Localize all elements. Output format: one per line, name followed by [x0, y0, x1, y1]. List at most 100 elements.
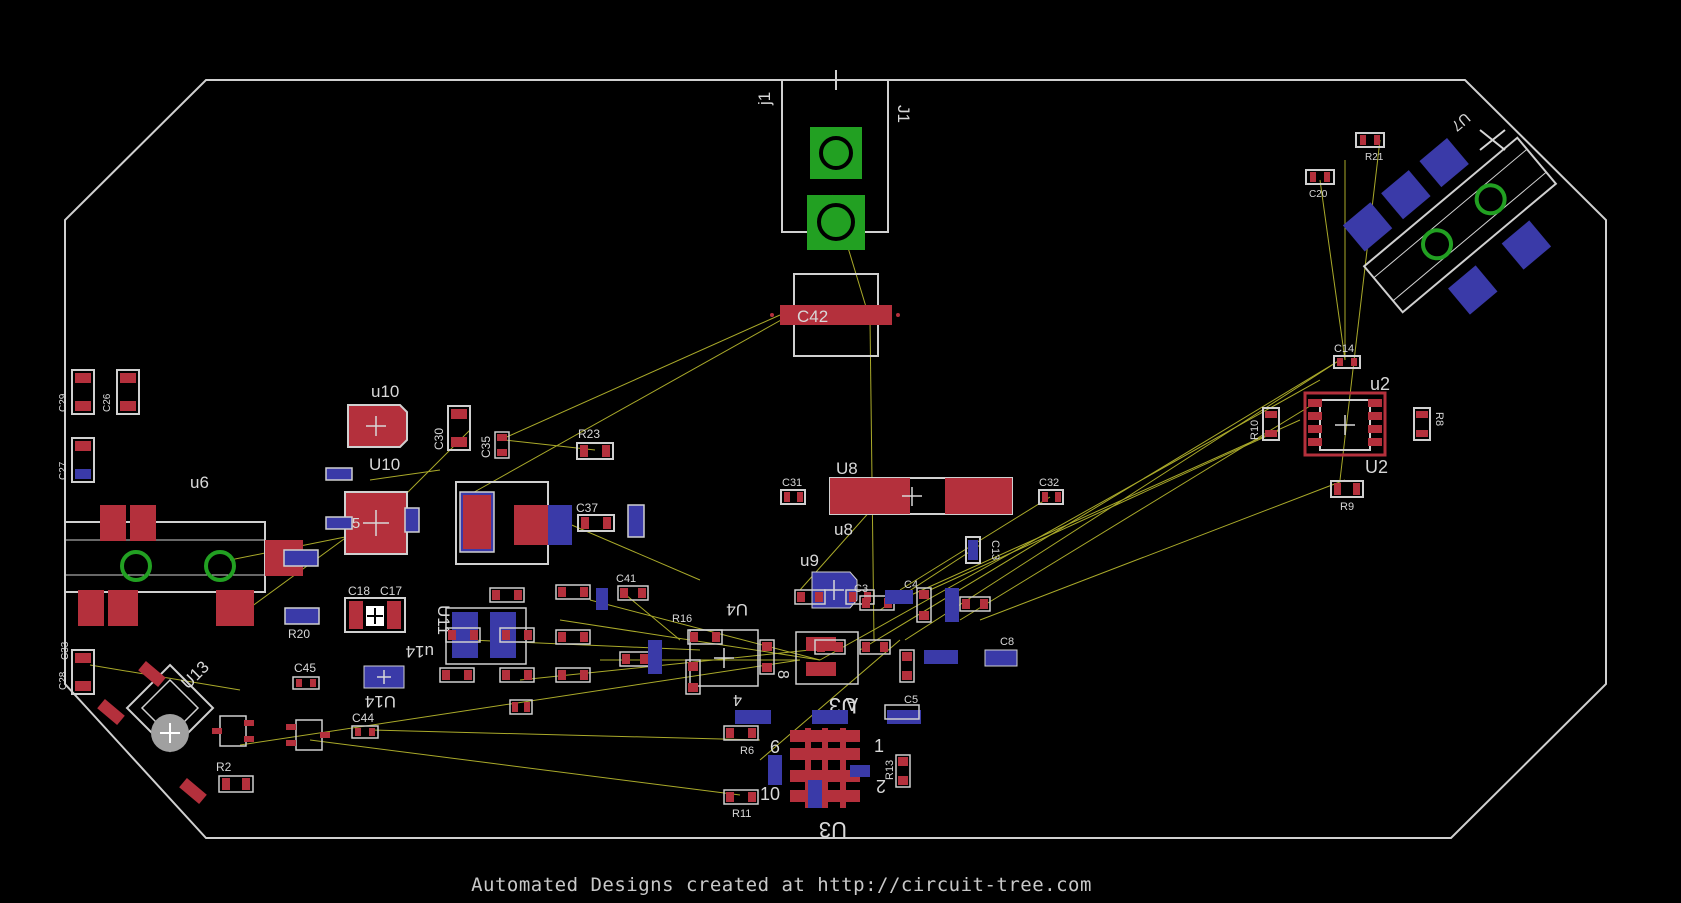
component-c18: C18 C17 — [344, 584, 406, 633]
pin-label-10: 10 — [760, 784, 780, 804]
component-c20: C20 — [1305, 169, 1335, 200]
label-c31: C31 — [782, 477, 802, 489]
label-c42: C42 — [797, 307, 828, 326]
component-u10: u10 U10 — [347, 382, 408, 474]
component-c45: C45 — [292, 661, 320, 690]
label-u8-top: U8 — [836, 459, 858, 478]
label-u2-top: u2 — [1370, 374, 1390, 394]
label-c28: C28 — [58, 671, 69, 690]
label-r8: R8 — [1433, 412, 1445, 426]
pin-label-1: 1 — [874, 736, 884, 756]
pin-label-8: 8 — [774, 670, 791, 679]
pin-label-a: A — [846, 694, 858, 714]
component-c27: C27 — [58, 437, 95, 483]
board-outline — [64, 79, 1607, 839]
pin-label-2: 2 — [876, 776, 886, 796]
label-r11: R11 — [732, 808, 751, 820]
component-u14: u14 U14 — [363, 642, 434, 711]
label-u4: U4 — [726, 600, 748, 619]
component-c14: C14 — [1333, 343, 1361, 369]
label-j1-right: J1 — [894, 105, 913, 123]
label-c37: C37 — [576, 501, 598, 515]
component-c35: C35 — [479, 431, 510, 459]
pin-label-4: 4 — [733, 691, 742, 708]
component-c29: C29 — [58, 369, 95, 415]
label-u7: U7 — [1448, 109, 1474, 134]
label-c26: C26 — [102, 393, 113, 412]
label-j1-left: j1 — [755, 92, 774, 106]
component-c37: C37 — [576, 501, 645, 538]
label-c20: C20 — [1309, 189, 1328, 200]
footer-credit-text: Automated Designs created at http://circ… — [471, 874, 1092, 896]
component-r8: R8 — [1413, 407, 1445, 441]
label-r9: R9 — [1340, 501, 1354, 513]
label-c14: C14 — [1334, 343, 1354, 355]
label-r16: R16 — [672, 613, 692, 625]
label-c13: C13 — [989, 540, 1001, 560]
component-sot-left — [212, 715, 330, 751]
label-c44: C44 — [352, 711, 374, 725]
label-r13: R13 — [884, 760, 896, 780]
label-r20: R20 — [288, 627, 310, 641]
label-c29: C29 — [58, 393, 69, 412]
label-u14-top: u14 — [406, 642, 434, 661]
component-r21: R21 — [1355, 132, 1385, 163]
labels-center: C3 C4 C5 C8 R16 R6 R11 R13 C41 — [616, 573, 1014, 820]
component-u5: U5 — [341, 491, 408, 555]
component-c26: C26 — [102, 369, 140, 415]
label-u10-bottom: U10 — [369, 455, 400, 474]
airwires — [89, 139, 1381, 796]
label-c27: C27 — [58, 461, 69, 480]
label-c3: C3 — [854, 583, 868, 595]
label-r23: R23 — [578, 427, 600, 441]
label-c35: C35 — [479, 436, 493, 458]
component-c8 — [984, 649, 1018, 667]
component-r20: R20 — [284, 607, 320, 641]
component-u7 — [1342, 136, 1558, 315]
label-c8: C8 — [1000, 636, 1014, 648]
component-c5 — [884, 704, 920, 720]
footer-credit: Automated Designs created at http://circ… — [0, 874, 1681, 896]
label-u2-bottom: U2 — [1365, 457, 1388, 477]
label-c17: C17 — [380, 584, 402, 598]
component-c42: C42 — [770, 273, 900, 357]
component-c30: C30 — [432, 405, 471, 451]
connector-j1: j1 J1 — [755, 70, 913, 250]
component-u9: u9 — [800, 551, 858, 609]
component-u6: u6 — [64, 473, 303, 626]
component-r9: R9 — [1330, 480, 1364, 513]
label-u9: u9 — [800, 551, 819, 570]
component-r10: R10 — [1249, 407, 1280, 441]
component-u11: U11 — [283, 549, 608, 715]
component-c13: C13 — [965, 536, 1001, 564]
passive-cluster-center — [617, 585, 991, 805]
label-c18: C18 — [348, 584, 370, 598]
label-c5: C5 — [904, 694, 918, 706]
label-u8-bottom: u8 — [834, 520, 853, 539]
component-r23: R23 — [576, 427, 614, 460]
component-c31: C31 — [780, 477, 806, 505]
label-c41: C41 — [616, 573, 636, 585]
component-u4: U4 — [689, 600, 759, 687]
label-r2: R2 — [216, 760, 232, 774]
component-r22 — [325, 467, 420, 533]
component-c44: C44 — [351, 711, 379, 739]
component-u2: u2 U2 — [1303, 374, 1390, 477]
component-u8: U8 u8 — [829, 459, 1013, 539]
label-u13: U13 — [177, 657, 212, 692]
label-c4: C4 — [904, 579, 918, 591]
label-c30: C30 — [432, 428, 446, 450]
component-c28: C28 — [58, 649, 95, 695]
label-r21: R21 — [1365, 152, 1384, 163]
label-u14-bottom: U14 — [365, 692, 396, 711]
component-u3: U3 U3 1 2 9 10 A 4 8 — [733, 631, 886, 842]
label-u3-bottom: U3 — [819, 817, 847, 842]
label-c32: C32 — [1039, 477, 1059, 489]
label-c45: C45 — [294, 661, 316, 675]
label-u10-top: u10 — [371, 382, 399, 401]
label-c33: C33 — [60, 641, 71, 660]
label-r6: R6 — [740, 745, 754, 757]
component-c32: C32 — [1038, 477, 1064, 505]
label-u6: u6 — [190, 473, 209, 492]
